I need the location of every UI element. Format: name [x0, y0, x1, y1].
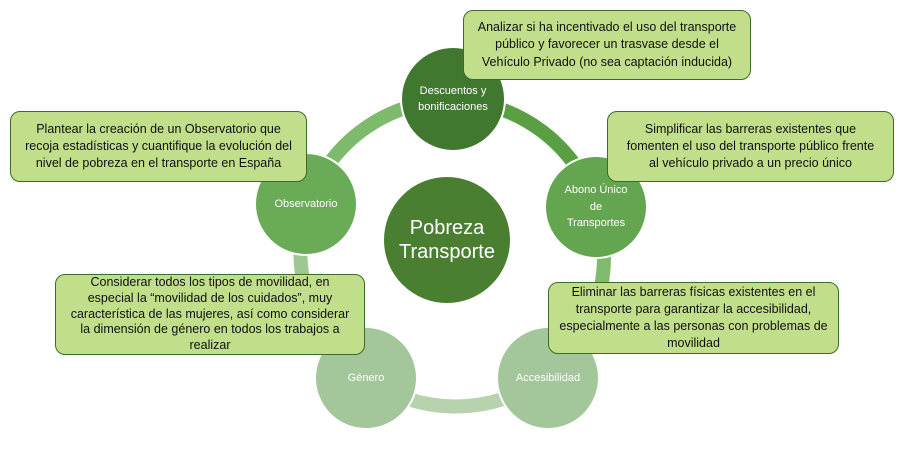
box-text: Considerar todos los tipos de movilidad,… — [70, 275, 350, 352]
center-label: Pobreza Transporte — [399, 217, 495, 263]
node-descuentos[interactable]: Descuentos y bonificaciones — [400, 46, 506, 152]
box-abono: Simplificar las barreras existentes que … — [607, 111, 894, 182]
node-label: Abono Único de Transportes — [564, 184, 628, 230]
node-observatorio[interactable]: Observatorio — [254, 152, 358, 256]
box-genero: Considerar todos los tipos de movilidad,… — [55, 274, 365, 355]
box-text: Analizar si ha incentivado el uso del tr… — [477, 20, 737, 69]
center-node: Pobreza Transporte — [382, 175, 512, 305]
node-label: Género — [347, 371, 385, 384]
box-descuentos: Analizar si ha incentivado el uso del tr… — [463, 10, 751, 80]
box-text: Eliminar las barreras físicas existentes… — [559, 284, 828, 351]
box-observatorio: Plantear la creación de un Observatorio … — [10, 111, 307, 182]
box-text: Plantear la creación de un Observatorio … — [25, 121, 292, 171]
node-label: Accesibilidad — [515, 371, 581, 384]
node-label: Observatorio — [274, 197, 338, 210]
box-accesibilidad: Eliminar las barreras físicas existentes… — [548, 282, 839, 354]
node-label: Descuentos y bonificaciones — [418, 84, 488, 114]
box-text: Simplificar las barreras existentes que … — [626, 121, 875, 171]
